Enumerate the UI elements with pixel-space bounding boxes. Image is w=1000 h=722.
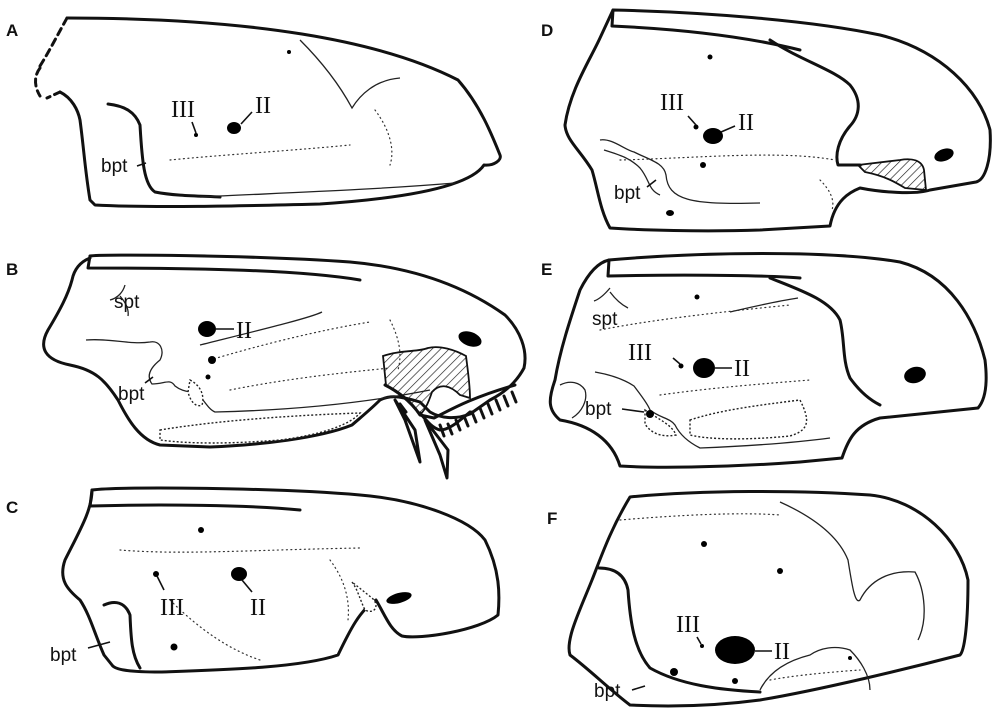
panel-letter-f: F — [547, 509, 557, 528]
label-spt-b: spt — [114, 292, 140, 313]
oculomotor-foramen-a — [194, 133, 198, 137]
label-iii-c: III — [160, 595, 184, 621]
leader-line-bpt-e — [622, 409, 644, 412]
oculomotor-foramen-d — [694, 125, 699, 130]
label-bpt-b: bpt — [118, 384, 145, 405]
foramen-f-4 — [732, 678, 738, 684]
orbit-opening-b — [456, 328, 483, 349]
panel-c: C II III bpt — [6, 488, 499, 672]
label-iii-d: III — [660, 90, 684, 116]
panel-letter-b: B — [6, 260, 18, 279]
leader-line-iii-d — [688, 116, 696, 125]
panel-f: F II III bpt — [547, 491, 968, 706]
panel-letter-d: D — [541, 21, 553, 40]
label-iii-f: III — [676, 612, 700, 638]
optic-foramen-b — [198, 321, 216, 337]
leader-line-ii-c — [242, 580, 252, 592]
small-foramen-d — [708, 55, 713, 60]
label-spt-e: spt — [592, 309, 618, 330]
tooth-row-b — [383, 347, 516, 478]
foramen-b-2 — [206, 375, 211, 380]
label-bpt-d: bpt — [614, 183, 641, 204]
foramen-f-3 — [670, 668, 678, 676]
foramen-f-5 — [848, 656, 852, 660]
label-bpt-c: bpt — [50, 645, 77, 666]
panel-e: E II III spt bpt — [541, 254, 986, 468]
foramen-e-3 — [646, 410, 654, 418]
small-foramen-f-2 — [777, 568, 783, 574]
panel-letter-a: A — [6, 21, 18, 40]
panel-letter-c: C — [6, 498, 18, 517]
label-ii-a: II — [255, 93, 271, 119]
leader-line-iii-a — [192, 122, 196, 133]
label-bpt-e: bpt — [585, 399, 612, 420]
leader-line-ii-a — [241, 112, 252, 124]
label-ii-c: II — [250, 595, 266, 621]
optic-foramen-f — [715, 636, 755, 664]
panel-letter-e: E — [541, 260, 552, 279]
foramen-d-4 — [666, 210, 674, 216]
label-iii-a: III — [171, 97, 195, 123]
label-bpt-a: bpt — [101, 156, 128, 177]
label-bpt-f: bpt — [594, 681, 621, 702]
leader-line-bpt-f — [632, 686, 645, 690]
orbit-opening-d — [933, 146, 956, 164]
panel-a: A II III bpt — [6, 18, 500, 207]
optic-foramen-e — [693, 358, 715, 378]
oculomotor-foramen-c — [153, 571, 159, 577]
leader-line-ii-d — [721, 126, 735, 132]
orbit-opening-e — [902, 364, 927, 385]
optic-foramen-a — [227, 122, 241, 134]
small-foramen-a — [287, 50, 291, 54]
panel-d: D II III bpt — [541, 10, 990, 231]
optic-foramen-c — [231, 567, 247, 581]
label-ii-b: II — [236, 318, 252, 344]
skull-outline-e — [550, 254, 986, 468]
skull-outline-c — [63, 488, 499, 672]
oculomotor-foramen-f — [700, 644, 704, 648]
small-foramen-e — [695, 295, 700, 300]
label-ii-e: II — [734, 356, 750, 382]
skull-outline-f — [569, 491, 968, 706]
leader-line-iii-c — [157, 576, 164, 590]
leader-line-iii-f — [697, 637, 701, 644]
small-foramen-f-1 — [701, 541, 707, 547]
foramen-c-3 — [171, 644, 178, 651]
label-ii-f: II — [774, 639, 790, 665]
small-foramen-c — [198, 527, 204, 533]
label-iii-e: III — [628, 340, 652, 366]
optic-foramen-d — [703, 128, 723, 144]
leader-line-iii-e — [673, 358, 680, 364]
foramen-b-1 — [208, 356, 216, 364]
panel-b: B II spt bpt — [6, 255, 525, 478]
label-ii-d: II — [738, 110, 754, 136]
foramen-d-3 — [700, 162, 706, 168]
orbit-opening-c — [385, 590, 413, 606]
